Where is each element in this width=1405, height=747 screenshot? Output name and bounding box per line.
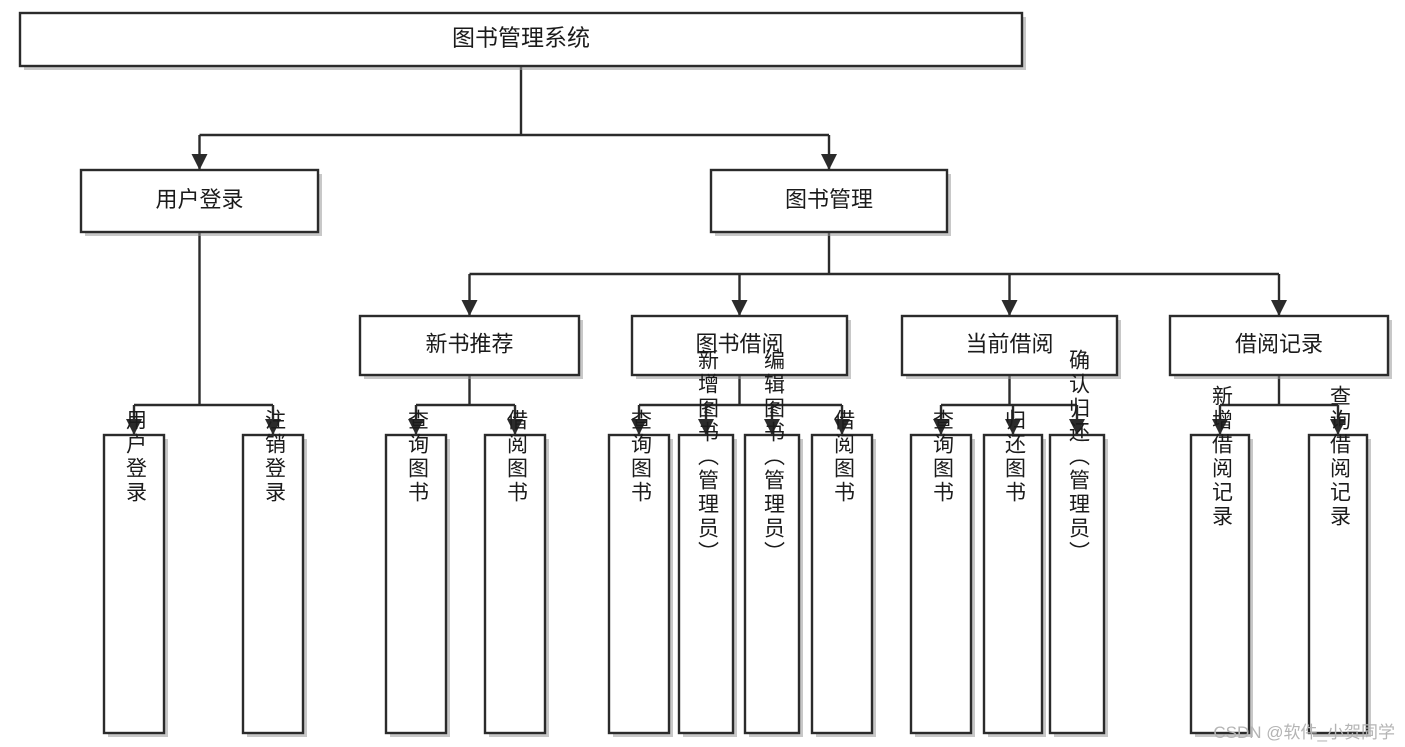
edge-group-root [191, 66, 837, 170]
node-leaf-query-book-3[interactable]: 查询图书 [909, 409, 975, 737]
node-label: 查询图书 [930, 409, 954, 505]
node-root[interactable]: 图书管理系统 [18, 11, 1026, 70]
node-current-borrow[interactable]: 当前借阅 [900, 314, 1121, 379]
node-rect[interactable] [709, 168, 949, 234]
node-label: 用户登录 [155, 187, 243, 212]
edge-arrowhead [1212, 419, 1228, 435]
node-label: 归还图书 [1002, 409, 1026, 505]
node-label: 借阅图书 [831, 409, 855, 505]
node-label: 图书借阅 [695, 331, 783, 356]
node-label: 借阅图书 [504, 409, 528, 505]
node-book-admin[interactable]: 图书管理 [709, 168, 951, 236]
edge-arrowhead [834, 419, 850, 435]
node-rect[interactable] [79, 168, 320, 234]
node-label: 新增图书（管理员） [695, 349, 719, 565]
edge-arrowhead [191, 154, 208, 170]
node-rect[interactable] [677, 433, 735, 735]
node-label: 图书管理系统 [452, 25, 590, 51]
edge-group-borrow-record [1212, 375, 1346, 435]
node-rect[interactable] [1189, 433, 1251, 735]
edge-arrowhead [1005, 419, 1021, 435]
node-rect[interactable] [358, 314, 581, 377]
edge-arrowhead [1001, 300, 1018, 316]
node-rect[interactable] [810, 433, 874, 735]
edge-arrowhead [461, 300, 478, 316]
edge-arrowhead [408, 419, 424, 435]
node-leaf-user-logout[interactable]: 注销登录 [241, 409, 307, 737]
node-leaf-query-record[interactable]: 查询借阅记录 [1307, 385, 1371, 737]
node-rect[interactable] [102, 433, 166, 735]
node-borrow-record[interactable]: 借阅记录 [1168, 314, 1392, 379]
edge-arrowhead [821, 154, 837, 170]
node-rect[interactable] [743, 433, 801, 735]
node-rect[interactable] [1307, 433, 1369, 735]
node-label: 新增借阅记录 [1209, 385, 1233, 529]
edge-group-new-book-rec [408, 375, 523, 435]
node-leaf-borrow-book-2[interactable]: 借阅图书 [810, 409, 876, 737]
node-leaf-user-login[interactable]: 用户登录 [102, 409, 168, 737]
edge-arrowhead [1271, 300, 1287, 316]
node-label: 查询图书 [405, 409, 429, 505]
node-rect[interactable] [909, 433, 973, 735]
node-label: 编辑图书（管理员） [761, 349, 785, 565]
node-leaf-return-book[interactable]: 归还图书 [982, 409, 1046, 737]
node-rect[interactable] [630, 314, 849, 377]
node-label: 借阅记录 [1235, 331, 1323, 356]
node-user-login[interactable]: 用户登录 [79, 168, 322, 236]
edges-layer [126, 66, 1346, 435]
node-leaf-borrow-book-1[interactable]: 借阅图书 [483, 409, 549, 737]
edge-arrowhead [933, 419, 949, 435]
node-label: 确认归还（管理员） [1066, 349, 1090, 565]
edge-group-current-borrow [933, 375, 1085, 435]
node-label: 当前借阅 [965, 331, 1053, 356]
node-label: 新书推荐 [425, 331, 513, 356]
node-rect[interactable] [982, 433, 1044, 735]
edge-arrowhead [764, 419, 780, 435]
edge-arrowhead [126, 419, 142, 435]
node-label: 查询借阅记录 [1327, 385, 1351, 529]
node-leaf-query-book-2[interactable]: 查询图书 [607, 409, 673, 737]
edge-group-user-login [126, 232, 281, 435]
edge-arrowhead [698, 419, 714, 435]
node-rect[interactable] [241, 433, 305, 735]
node-rect[interactable] [483, 433, 547, 735]
node-leaf-confirm-return[interactable]: 确认归还（管理员） [1048, 349, 1108, 737]
edge-arrowhead [1330, 419, 1346, 435]
node-new-book-rec[interactable]: 新书推荐 [358, 314, 583, 379]
nodes-layer: 图书管理系统用户登录图书管理新书推荐图书借阅当前借阅借阅记录用户登录注销登录查询… [18, 11, 1392, 737]
node-label: 图书管理 [785, 187, 873, 212]
edge-arrowhead [731, 300, 748, 316]
node-label: 用户登录 [123, 409, 147, 505]
node-leaf-add-book[interactable]: 新增图书（管理员） [677, 349, 737, 737]
node-rect[interactable] [18, 11, 1024, 68]
node-rect[interactable] [1048, 433, 1106, 735]
edge-arrowhead [507, 419, 523, 435]
node-leaf-add-record[interactable]: 新增借阅记录 [1189, 385, 1253, 737]
node-rect[interactable] [900, 314, 1119, 377]
edge-arrowhead [265, 419, 281, 435]
node-rect[interactable] [1168, 314, 1390, 377]
node-label: 查询图书 [628, 409, 652, 505]
edge-arrowhead [631, 419, 647, 435]
edge-group-book-borrow [631, 375, 850, 435]
node-leaf-edit-book[interactable]: 编辑图书（管理员） [743, 349, 803, 737]
edge-arrowhead [1069, 419, 1085, 435]
node-rect[interactable] [607, 433, 671, 735]
edge-group-book-admin [461, 232, 1287, 316]
node-leaf-query-book-1[interactable]: 查询图书 [384, 409, 450, 737]
node-rect[interactable] [384, 433, 448, 735]
node-label: 注销登录 [262, 409, 286, 505]
node-book-borrow[interactable]: 图书借阅 [630, 314, 851, 379]
